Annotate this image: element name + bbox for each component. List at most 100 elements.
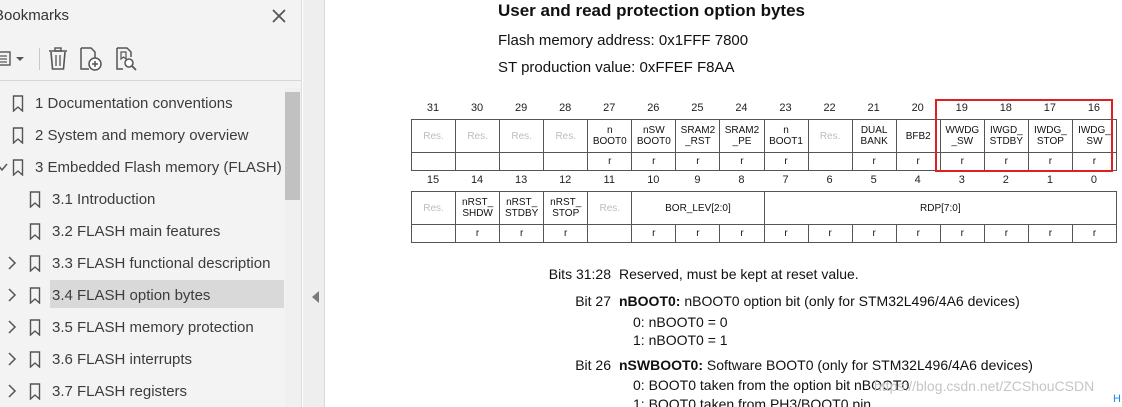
register-field: BFB2	[895, 119, 941, 153]
register-field: nRST_SHDW	[455, 191, 501, 225]
bookmark-label: 1 Documentation conventions	[35, 95, 233, 112]
bookmarks-title: Bookmarks	[0, 7, 70, 24]
bit-number: 18	[999, 102, 1012, 114]
bookmark-item[interactable]: 3 Embedded Flash memory (FLASH)	[0, 152, 285, 182]
register-field: IWDG_STOP	[1027, 119, 1073, 153]
bit-number: 30	[470, 102, 484, 114]
access-cell: r	[719, 152, 765, 171]
bit-number: 6	[826, 174, 833, 186]
bit-number: 31	[426, 102, 440, 114]
bit-number: 28	[559, 102, 572, 114]
reserved-field: Res.	[410, 119, 457, 153]
chevron-right-icon[interactable]	[6, 320, 18, 334]
bookmark-icon	[29, 255, 41, 272]
close-icon[interactable]	[268, 5, 290, 27]
document-page: User and read protection option bytes Fl…	[326, 0, 1122, 407]
access-cell: r	[499, 224, 545, 243]
access-cell: r	[895, 224, 941, 243]
find-bookmark-icon[interactable]	[114, 46, 140, 72]
access-cell: r	[763, 152, 809, 171]
bookmark-label: 3 Embedded Flash memory (FLASH)	[35, 159, 282, 176]
bookmark-icon	[29, 319, 41, 336]
list-options-icon[interactable]	[0, 46, 30, 72]
register-field: RDP[7:0]	[763, 191, 1118, 225]
collapse-panel-arrow-icon[interactable]	[312, 291, 319, 303]
chevron-right-icon[interactable]	[6, 384, 18, 398]
bookmark-item[interactable]: 3.6 FLASH interrupts	[0, 344, 285, 374]
chevron-right-icon[interactable]	[6, 256, 18, 270]
access-cell	[455, 152, 501, 171]
toolbar-separator	[39, 48, 40, 70]
bookmark-label: 3.7 FLASH registers	[52, 383, 188, 400]
bit-number: 25	[691, 102, 704, 114]
chevron-right-icon[interactable]	[6, 352, 18, 366]
bit-number: 29	[515, 102, 528, 114]
bookmark-item[interactable]: 3.3 FLASH functional description	[0, 248, 285, 278]
bit-number: 5	[870, 174, 877, 186]
bit-description: nBOOT0: nBOOT0 option bit (only for STM3…	[619, 293, 1020, 309]
bookmark-icon	[29, 287, 41, 304]
access-cell	[410, 152, 457, 171]
chevron-down-icon[interactable]	[0, 160, 8, 174]
register-field: IWGD_STDBY	[983, 119, 1029, 153]
bookmark-item[interactable]: 1 Documentation conventions	[0, 88, 285, 118]
toolbar-divider	[0, 80, 301, 81]
bit-range-label: Bit 27	[575, 293, 611, 309]
sidebar-scrollbar-thumb[interactable]	[285, 92, 300, 200]
bit-number: 7	[782, 174, 789, 186]
access-cell: r	[763, 224, 809, 243]
bit-number: 23	[779, 102, 792, 114]
panel-splitter[interactable]	[303, 0, 325, 407]
bookmark-item[interactable]: 3.1 Introduction	[0, 184, 285, 214]
access-cell: r	[455, 224, 501, 243]
bit-number: 21	[867, 102, 880, 114]
register-field: nRST_STDBY	[499, 191, 545, 225]
flash-address-line: Flash memory address: 0x1FFF 7800	[498, 32, 749, 49]
access-cell: r	[895, 152, 941, 171]
bit-number: 22	[823, 102, 836, 114]
access-cell: r	[543, 224, 589, 243]
register-field: IWDG_SW	[1071, 119, 1118, 153]
chevron-right-icon[interactable]	[6, 288, 18, 302]
register-field: SRAM2_PE	[719, 119, 765, 153]
trash-icon[interactable]	[46, 46, 70, 72]
bit-number: 1	[1046, 174, 1053, 186]
access-cell: r	[983, 224, 1029, 243]
bookmark-item[interactable]: 3.4 FLASH option bytes	[0, 280, 285, 310]
access-cell	[587, 224, 633, 243]
selected-highlight	[50, 280, 284, 308]
bit-description: 0: BOOT0 taken from the option bit nBOOT…	[633, 377, 910, 393]
bookmark-label: 3.3 FLASH functional description	[52, 255, 271, 272]
access-cell: r	[807, 224, 853, 243]
bit-range-label: Bits 31:28	[548, 266, 611, 282]
bookmark-icon	[29, 223, 41, 240]
access-cell: r	[939, 224, 985, 243]
access-cell	[543, 152, 589, 171]
bookmark-item[interactable]: 3.2 FLASH main features	[0, 216, 285, 246]
access-cell: r	[675, 224, 721, 243]
bookmark-item[interactable]: 3.7 FLASH registers	[0, 376, 285, 406]
bookmark-label: 3.6 FLASH interrupts	[52, 351, 193, 368]
access-cell: r	[851, 152, 897, 171]
bookmark-icon	[12, 127, 24, 144]
bit-number: 17	[1043, 102, 1056, 114]
bookmark-item[interactable]: 3.5 FLASH memory protection	[0, 312, 285, 342]
access-cell: r	[631, 152, 677, 171]
bit-number: 15	[426, 174, 440, 186]
reserved-field: Res.	[587, 191, 633, 225]
reserved-field: Res.	[410, 191, 457, 225]
bookmark-item[interactable]: 2 System and memory overview	[0, 120, 285, 150]
access-cell: r	[587, 152, 633, 171]
bit-number: 14	[470, 174, 484, 186]
access-cell: r	[631, 224, 677, 243]
add-bookmark-icon[interactable]	[78, 46, 104, 72]
section-title: User and read protection option bytes	[498, 1, 805, 20]
bookmark-icon	[12, 159, 24, 176]
